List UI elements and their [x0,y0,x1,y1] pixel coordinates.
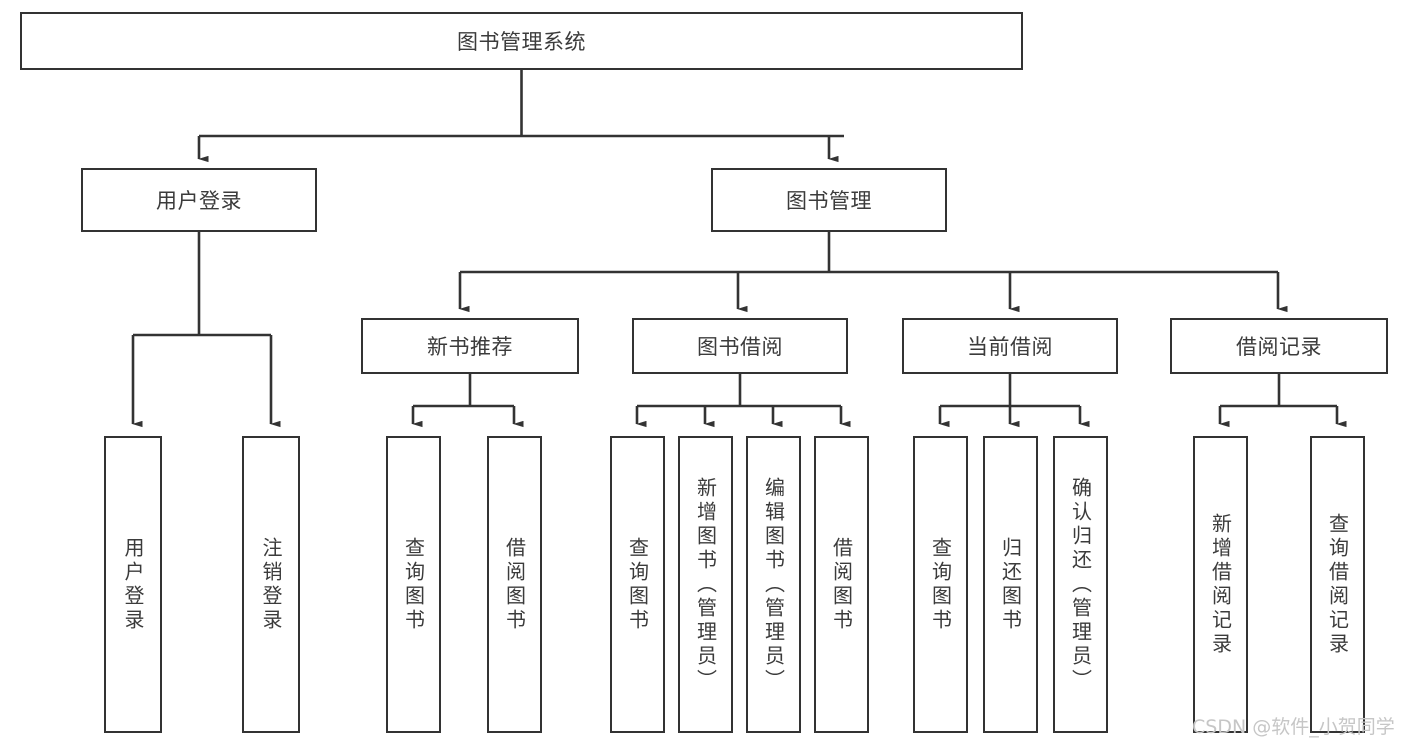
leaf-query-book-recommend-label: 查询图书 [401,536,426,633]
leaf-query-book-borrow-label: 查询图书 [625,536,650,633]
node-new-book-recommend-label: 新书推荐 [427,335,513,359]
node-borrow-record[interactable]: 借阅记录 [1170,318,1388,374]
leaf-return-book[interactable]: 归还图书 [983,436,1038,733]
edges-book-manage-to-level3 [458,232,1288,313]
leaf-query-book-current[interactable]: 查询图书 [913,436,968,733]
leaf-query-book-borrow[interactable]: 查询图书 [610,436,665,733]
edges-root-to-level2 [197,70,844,163]
node-root-system[interactable]: 图书管理系统 [20,12,1023,70]
leaf-user-login[interactable]: 用户登录 [104,436,162,733]
leaf-confirm-return-admin-label: 确认归还（管理员） [1068,476,1093,693]
leaf-user-logout-label: 注销登录 [259,536,283,633]
edges-current-borrow-to-leaves [938,374,1090,428]
edges-new-book-rec-to-leaves [411,374,524,428]
leaf-add-book-admin-label: 新增图书（管理员） [693,476,718,693]
leaf-borrow-book-recommend[interactable]: 借阅图书 [487,436,542,733]
edges-user-login-to-leaves [131,232,281,428]
leaf-borrow-book[interactable]: 借阅图书 [814,436,869,733]
leaf-confirm-return-admin[interactable]: 确认归还（管理员） [1053,436,1108,733]
leaf-edit-book-admin[interactable]: 编辑图书（管理员） [746,436,801,733]
leaf-user-logout[interactable]: 注销登录 [242,436,300,733]
csdn-watermark: CSDN @软件_小贺同学 [1192,716,1395,738]
node-book-manage-label: 图书管理 [786,189,872,213]
leaf-query-book-recommend[interactable]: 查询图书 [386,436,441,733]
leaf-query-book-current-label: 查询图书 [928,536,953,633]
node-book-borrow[interactable]: 图书借阅 [632,318,848,374]
leaf-query-borrow-record-label: 查询借阅记录 [1325,512,1350,657]
node-new-book-recommend[interactable]: 新书推荐 [361,318,579,374]
edges-book-borrow-to-leaves [635,374,851,428]
leaf-return-book-label: 归还图书 [998,536,1023,633]
leaf-user-login-label: 用户登录 [121,536,145,633]
node-root-label: 图书管理系统 [457,30,586,54]
leaf-add-borrow-record[interactable]: 新增借阅记录 [1193,436,1248,733]
node-book-borrow-label: 图书借阅 [697,335,783,359]
node-user-login-label: 用户登录 [156,189,242,213]
leaf-borrow-book-label: 借阅图书 [829,536,854,633]
leaf-query-borrow-record[interactable]: 查询借阅记录 [1310,436,1365,733]
node-user-login[interactable]: 用户登录 [81,168,317,232]
leaf-edit-book-admin-label: 编辑图书（管理员） [761,476,786,693]
node-current-borrow-label: 当前借阅 [967,335,1053,359]
node-book-manage[interactable]: 图书管理 [711,168,947,232]
edges-borrow-record-to-leaves [1218,374,1347,428]
node-current-borrow[interactable]: 当前借阅 [902,318,1118,374]
leaf-add-book-admin[interactable]: 新增图书（管理员） [678,436,733,733]
leaf-borrow-book-recommend-label: 借阅图书 [502,536,527,633]
leaf-add-borrow-record-label: 新增借阅记录 [1208,512,1233,657]
node-borrow-record-label: 借阅记录 [1236,335,1322,359]
